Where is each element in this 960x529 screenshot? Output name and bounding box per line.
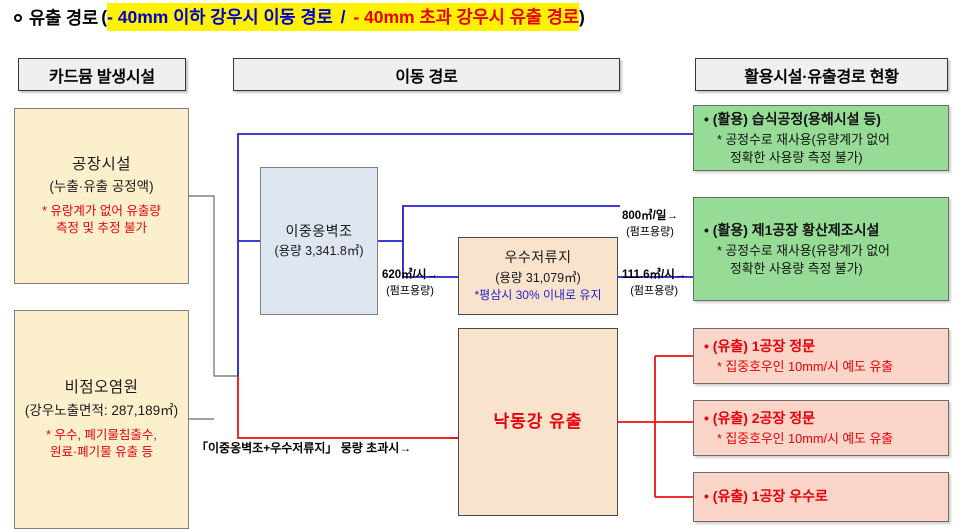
- wire-source-factory: [189, 195, 238, 377]
- outcome-box-gate2: • (유출) 2공장 정문 * 집중호우인 10mm/시 예도 유출: [693, 400, 949, 456]
- wire-blue-wall-upper: [378, 205, 620, 242]
- title-main-text: 유출 경로: [29, 7, 99, 28]
- nonpoint-title: 비점오염원: [64, 379, 139, 397]
- title-paren-close: ): [578, 6, 585, 27]
- outcome-box-sulfuric-plant: • (활용) 제1공장 황산제조시설 * 공정수로 재사용(유량계가 없어 정확…: [693, 197, 949, 301]
- pathway-box-nakdong-river: 낙동강 유출: [458, 328, 618, 516]
- factory-note: * 유랑계가 없어 유출량 측정 및 추정 불가: [42, 203, 161, 237]
- source-box-factory: 공장시설 (누출·유출 공정액) * 유랑계가 없어 유출량 측정 및 추정 불…: [14, 108, 189, 284]
- sulfuric-plant-line1: • (활용) 제1공장 황산제조시설: [704, 222, 880, 239]
- flow-rate-620: 620㎥/시→: [382, 269, 438, 281]
- pond-note: *평삼시 30% 이내로 유지: [474, 288, 602, 303]
- wet-process-line2: * 공정수로 재사용(유량계가 없어: [717, 132, 890, 148]
- flow-rate-1116: 111.6㎥/시→: [622, 269, 687, 281]
- outcome-box-wet-process: • (활용) 습식공정(용해시설 등) * 공정수로 재사용(유량계가 없어 정…: [693, 105, 949, 171]
- nonpoint-subtitle: (강우노출면적: 287,189㎡): [24, 402, 179, 418]
- stormdrain-line1: • (유출) 1공장 우수로: [704, 488, 828, 505]
- factory-title: 공장시설: [71, 155, 132, 173]
- page-title: 유출 경로 ( - 40mm 이하 강우시 이동 경로 / - 40mm 초과 …: [14, 3, 585, 31]
- wire-blue-wall-to-pond: [402, 241, 458, 278]
- factory-note-line1: * 유랑계가 없어 유출량: [42, 204, 161, 219]
- gate2-line1: • (유출) 2공장 정문: [704, 409, 815, 426]
- title-blue-route: - 40mm 이하 강우시 이동 경로: [107, 7, 333, 27]
- outcome-box-stormdrain: • (유출) 1공장 우수로: [693, 472, 949, 522]
- column-header-outcomes: 활용시설·유출경로 현황: [695, 58, 948, 91]
- flow-caption-800: (펌프용량): [626, 225, 674, 238]
- double-wall-title: 이중옹벽조: [285, 223, 353, 240]
- factory-note-line2: 측정 및 추정 불가: [56, 221, 147, 236]
- title-highlight: - 40mm 이하 강우시 이동 경로 / - 40mm 초과 강우시 유출 경…: [107, 3, 579, 31]
- flow-caption-620: (펌프용량): [386, 284, 434, 297]
- overflow-condition-label: 「이중옹벽조+우수저류지」 뭉량 초과시→: [196, 441, 412, 455]
- flow-caption-1116: (펌프용량): [630, 284, 679, 297]
- nonpoint-note-line1: * 우수, 폐기물침출수,: [46, 427, 157, 442]
- flow-label-wall-to-pond: 620㎥/시→ (펌프용량): [382, 268, 438, 298]
- nonpoint-note-line2: 원료·폐기물 유출 등: [49, 444, 154, 459]
- sulfuric-plant-line2: * 공정수로 재사용(유량계가 없어: [717, 243, 890, 259]
- column-header-pathways: 이동 경로: [233, 58, 620, 91]
- nonpoint-note: * 우수, 폐기물침출수, 원료·폐기물 유출 등: [46, 427, 157, 461]
- pond-capacity: (용량 31,079㎥): [495, 270, 581, 285]
- title-separator: /: [340, 7, 346, 27]
- gate1-line2: * 집중호우인 10mm/시 예도 유출: [717, 358, 894, 374]
- wire-blue-top-bypass: [237, 133, 620, 376]
- pathway-box-double-wall: 이중옹벽조 (용량 3,341.8㎥): [260, 167, 378, 315]
- bullet-ring-icon: [14, 14, 22, 22]
- flow-label-pond-to-sulfuric: 800㎥/일→ (펌프용량): [622, 209, 678, 239]
- source-box-nonpoint: 비점오염원 (강우노출면적: 287,189㎡) * 우수, 폐기물침출수, 원…: [14, 310, 189, 529]
- double-wall-capacity: (용량 3,341.8㎥): [274, 244, 364, 259]
- column-header-sources: 카드뮴 발생시설: [18, 58, 186, 91]
- title-red-route: - 40mm 초과 강우시 유출 경로: [353, 7, 579, 27]
- gate1-line1: • (유출) 1공장 정문: [704, 337, 815, 354]
- pathway-box-stormwater-pond: 우수저류지 (용량 31,079㎥) *평삼시 30% 이내로 유지: [458, 237, 618, 315]
- flow-rate-800: 800㎥/일→: [622, 210, 678, 222]
- river-title: 낙동강 유출: [493, 411, 583, 431]
- gate2-line2: * 집중호우인 10mm/시 예도 유출: [717, 430, 894, 446]
- outcome-box-gate1: • (유출) 1공장 정문 * 집중호우인 10mm/시 예도 유출: [693, 328, 949, 384]
- wet-process-line1: • (활용) 습식공정(용해시설 등): [704, 111, 881, 128]
- factory-subtitle: (누출·유출 공정액): [49, 179, 154, 195]
- wet-process-line3: 정확한 사용량 측정 불가): [730, 149, 863, 165]
- flow-label-pond-to-river: 111.6㎥/시→ (펌프용량): [622, 268, 686, 298]
- wire-red-overflow-to-river: [237, 376, 458, 439]
- title-paren-open: (: [101, 6, 108, 27]
- sulfuric-plant-line3: 정확한 사용량 측정 불가): [730, 260, 863, 276]
- pond-title: 우수저류지: [504, 249, 572, 266]
